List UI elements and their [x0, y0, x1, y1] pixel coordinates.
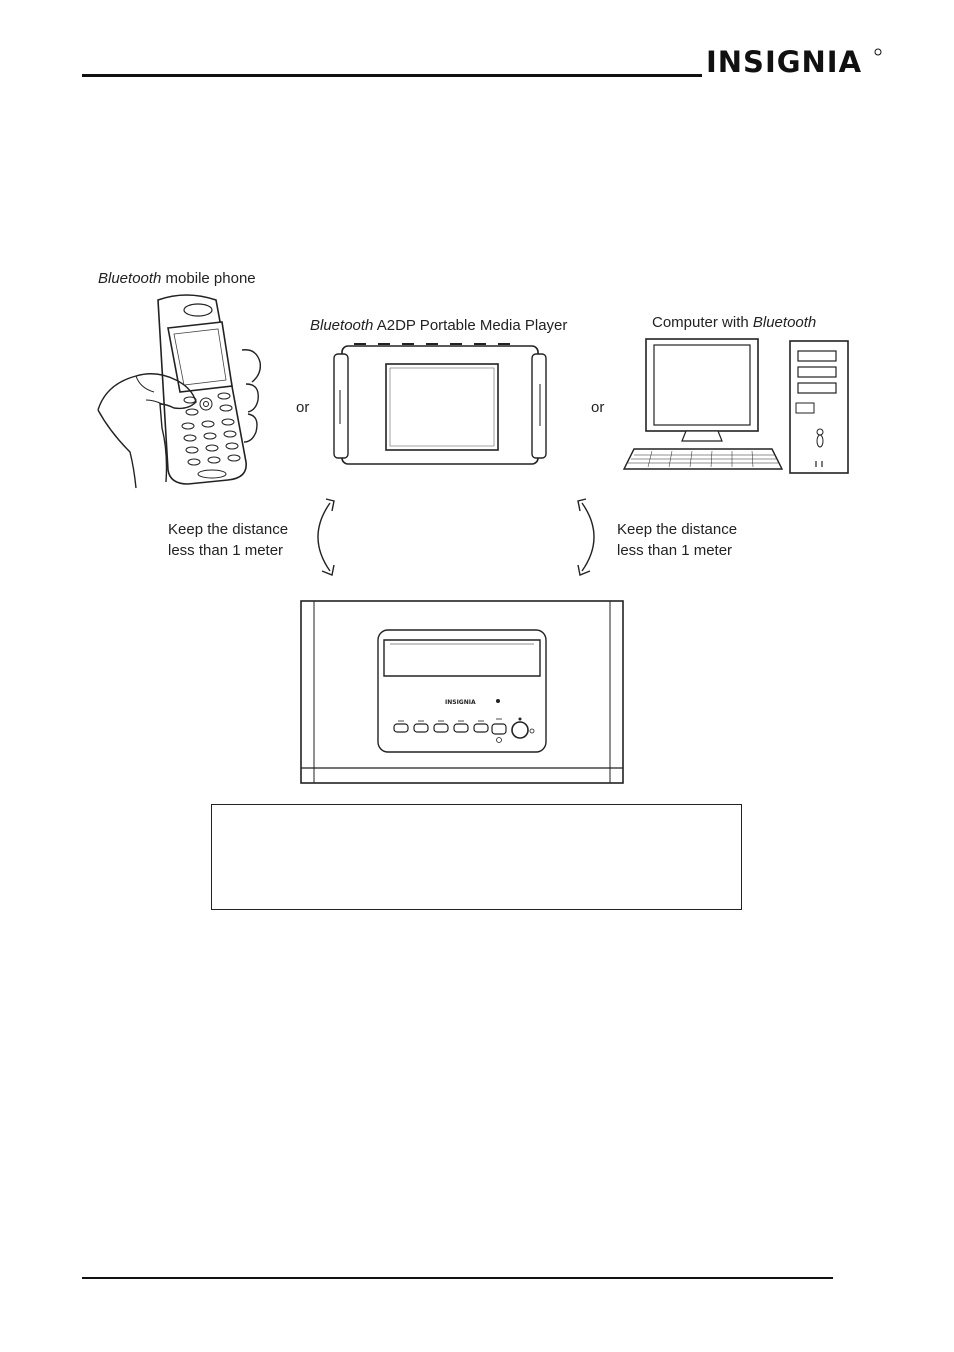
header-rule: [82, 74, 702, 77]
media-player-label: Bluetooth A2DP Portable Media Player: [310, 317, 568, 334]
or-right: or: [591, 399, 605, 416]
computer-label: Computer with Bluetooth: [652, 314, 817, 331]
footer-rule: [82, 1277, 833, 1279]
or-left: or: [296, 399, 310, 416]
svg-text:INSIGNIA: INSIGNIA: [445, 699, 476, 706]
curved-double-arrow-icon: [577, 498, 595, 576]
speaker-dock-illustration: INSIGNIA: [300, 600, 624, 784]
distance-note-left: Keep the distance less than 1 meter: [168, 521, 289, 559]
phone-label: Bluetooth mobile phone: [98, 270, 256, 287]
note-box: [211, 804, 742, 910]
computer-illustration: [622, 338, 849, 474]
curved-double-arrow-icon: [317, 498, 335, 576]
insignia-logo: INSIGNIA: [706, 45, 882, 79]
media-player-illustration: [333, 343, 547, 465]
svg-text:INSIGNIA: INSIGNIA: [706, 45, 862, 79]
mobile-phone-illustration: [97, 294, 262, 489]
distance-note-right: Keep the distance less than 1 meter: [617, 521, 738, 559]
